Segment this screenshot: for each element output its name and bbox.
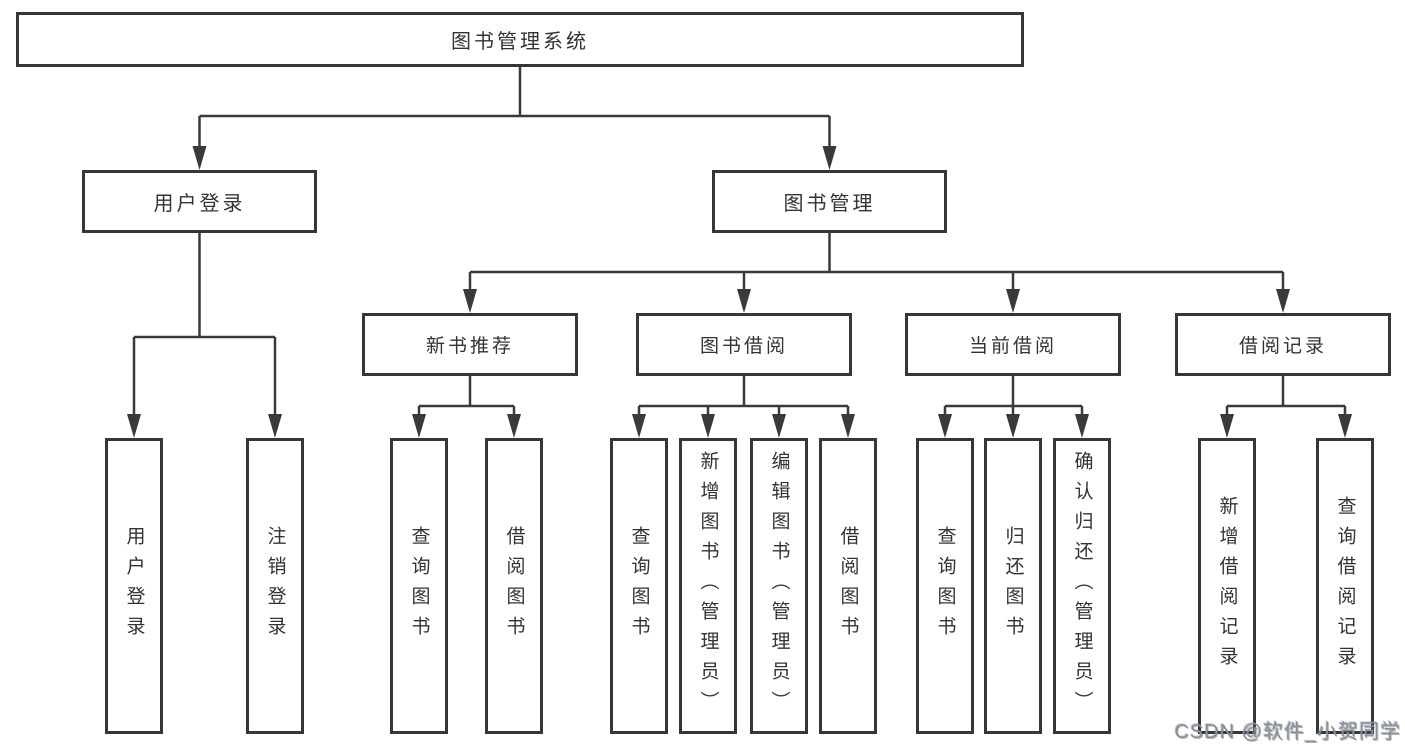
arrow-down-icon [1006,289,1020,313]
leaf-borrow-borrow-books: 借阅图书 [819,438,877,734]
node-label: 编辑图书（管理员） [768,451,790,721]
leaf-records-add-record: 新增借阅记录 [1198,438,1256,734]
node-label: 图书管理 [783,193,876,215]
node-book-borrow: 图书借阅 [636,313,852,376]
node-label: 借阅记录 [1238,336,1327,357]
arrow-down-icon [737,289,751,313]
node-label: 新增图书（管理员） [697,451,719,721]
node-label: 图书借阅 [699,336,788,357]
node-label: 注销登录 [264,526,286,646]
arrow-down-icons [127,146,1352,438]
leaf-borrow-add-books-admin: 新增图书（管理员） [679,438,737,734]
arrow-down-icon [1006,414,1020,438]
node-label: 确认归还（管理员） [1071,451,1093,721]
node-library-management-system: 图书管理系统 [16,12,1024,67]
node-label: 借阅图书 [837,526,859,646]
node-label: 用户登录 [153,193,246,215]
leaf-user-login: 用户登录 [105,438,163,734]
leaf-borrow-edit-books-admin: 编辑图书（管理员） [750,438,808,734]
leaf-newbook-query-books: 查询图书 [390,438,448,734]
leaf-current-query-books: 查询图书 [916,438,974,734]
node-book-management: 图书管理 [712,170,947,233]
leaf-current-confirm-return-admin: 确认归还（管理员） [1053,438,1111,734]
connector-paths [132,67,1347,418]
node-label: 新增借阅记录 [1216,496,1238,676]
csdn-watermark: CSDN @软件_小贺同学 [1174,721,1401,743]
node-label: 查询图书 [934,526,956,646]
arrow-down-icon [1276,289,1290,313]
arrow-down-icon [841,414,855,438]
node-label: 图书管理系统 [451,31,589,53]
arrow-down-icon [772,414,786,438]
arrow-down-icon [632,414,646,438]
arrow-down-icon [1220,414,1234,438]
node-label: 当前借阅 [968,336,1057,357]
arrow-down-icon [1338,414,1352,438]
arrow-down-icon [412,414,426,438]
node-current-borrow: 当前借阅 [905,313,1121,376]
arrow-down-icon [127,414,141,438]
node-label: 借阅图书 [503,526,525,646]
arrow-down-icon [1075,414,1089,438]
arrow-down-icon [463,289,477,313]
arrow-down-icon [507,414,521,438]
node-user-login: 用户登录 [82,170,317,233]
node-label: 查询图书 [408,526,430,646]
arrow-down-icon [192,146,207,170]
leaf-records-query-record: 查询借阅记录 [1316,438,1374,734]
arrow-down-icon [268,414,282,438]
node-label: 用户登录 [123,526,145,646]
leaf-borrow-query-books: 查询图书 [610,438,668,734]
arrow-down-icon [701,414,715,438]
node-label: 查询借阅记录 [1334,496,1356,676]
node-label: 新书推荐 [425,336,514,357]
node-borrow-records: 借阅记录 [1175,313,1391,376]
leaf-newbook-borrow-books: 借阅图书 [485,438,543,734]
leaf-current-return-books: 归还图书 [984,438,1042,734]
node-new-book-recommend: 新书推荐 [362,313,578,376]
leaf-logout: 注销登录 [246,438,304,734]
node-label: 归还图书 [1002,526,1024,646]
arrow-down-icon [938,414,952,438]
arrow-down-icon [822,146,837,170]
node-label: 查询图书 [628,526,650,646]
